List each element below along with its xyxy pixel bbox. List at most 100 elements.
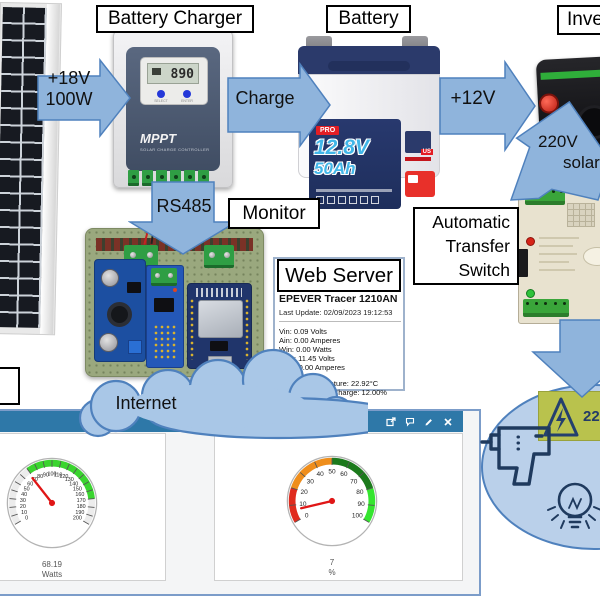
brand-us-label: US bbox=[420, 149, 433, 155]
rs485-pins bbox=[153, 324, 177, 360]
svg-text:190: 190 bbox=[75, 510, 84, 516]
battery-cert-icons bbox=[316, 196, 379, 204]
board-terminal-2 bbox=[204, 245, 234, 268]
lcd-value: 890 bbox=[170, 67, 194, 82]
battery-label: PRO 12.8V 50Ah bbox=[309, 119, 401, 209]
charge-arrow bbox=[227, 61, 331, 149]
battery-pro-badge: PRO bbox=[316, 126, 340, 135]
ats-print-line bbox=[539, 245, 573, 247]
close-icon[interactable] bbox=[443, 417, 453, 427]
svg-text:40: 40 bbox=[21, 492, 27, 498]
svg-text:50: 50 bbox=[328, 469, 336, 476]
inverter-to-ats-arrow bbox=[510, 100, 600, 201]
svg-text:130: 130 bbox=[65, 477, 74, 483]
svg-text:150: 150 bbox=[73, 486, 82, 492]
comment-icon[interactable] bbox=[405, 417, 415, 427]
ats-terminal-bottom bbox=[523, 299, 569, 317]
reading-vout: Vout: 11.45 Volts bbox=[279, 354, 335, 363]
open-widget-icon[interactable] bbox=[386, 416, 396, 427]
capacitor bbox=[101, 269, 119, 287]
high-voltage-label: 220V bbox=[583, 408, 600, 425]
svg-text:40: 40 bbox=[316, 471, 324, 478]
v12-arrow bbox=[439, 59, 536, 153]
solar-panel-photo bbox=[0, 2, 62, 336]
inverter-green-stripe bbox=[540, 69, 600, 80]
edit-icon[interactable] bbox=[424, 417, 434, 427]
mppt-subtitle: SOLAR CHARGE CONTROLLER bbox=[140, 147, 210, 152]
reading-aout: Aout: 0.00 Amperes bbox=[279, 363, 345, 372]
lightbulb-icon bbox=[547, 482, 600, 529]
battery-small-text bbox=[316, 189, 392, 192]
monitor-label-box: Monitor bbox=[228, 198, 320, 229]
select-button bbox=[157, 90, 165, 98]
svg-text:20: 20 bbox=[20, 504, 26, 510]
svg-text:180: 180 bbox=[77, 504, 86, 510]
ats-print-line bbox=[539, 269, 575, 271]
divider bbox=[279, 321, 401, 322]
brand-ribbon bbox=[405, 157, 431, 161]
battery-charger-label: Battery Charger bbox=[96, 5, 254, 33]
charge-controller-lcd: 890 bbox=[147, 63, 199, 84]
ats-print-line bbox=[539, 253, 577, 255]
device-model: EPEVER Tracer 1210AN bbox=[279, 293, 398, 305]
ats-print-line bbox=[539, 237, 579, 239]
ats-knob bbox=[583, 247, 600, 266]
reading-vin: Vin: 0.09 Volts bbox=[279, 327, 327, 336]
brand-logo: US bbox=[405, 131, 433, 155]
ats-switch bbox=[518, 249, 528, 277]
usb-chip bbox=[210, 341, 228, 351]
svg-text:120: 120 bbox=[59, 474, 68, 480]
svg-text:0: 0 bbox=[305, 513, 309, 520]
web-server-label-box: Web Server bbox=[277, 259, 401, 292]
svg-text:170: 170 bbox=[77, 498, 86, 504]
mppt-logo: MPPT bbox=[140, 131, 177, 146]
battery-capacity: 50Ah bbox=[314, 159, 356, 178]
monitor-board-photo bbox=[85, 221, 264, 377]
inverter-out-label: 220V solar bbox=[538, 132, 600, 172]
charge-controller-display-module: 890 SELECT ENTER bbox=[140, 57, 208, 105]
svg-text:200: 200 bbox=[73, 516, 82, 522]
svg-text:100: 100 bbox=[48, 472, 57, 478]
pv-to-charger-arrow bbox=[37, 58, 131, 138]
pcb-antenna bbox=[196, 288, 242, 297]
charge-arrow-label: Charge bbox=[235, 88, 295, 108]
svg-text:30: 30 bbox=[307, 478, 315, 485]
svg-text:10: 10 bbox=[299, 501, 307, 508]
battery-voltage: 12.8V bbox=[314, 136, 369, 159]
rs485-terminal bbox=[151, 268, 177, 286]
svg-text:20: 20 bbox=[301, 489, 309, 496]
inverter-label-box: Inverter bbox=[557, 5, 600, 35]
soc-gauge-caption: 7% bbox=[328, 558, 336, 577]
wifi-shield bbox=[198, 300, 243, 338]
transfer-switch-photo bbox=[518, 184, 600, 324]
battery-handle bbox=[328, 61, 410, 71]
ats-print-line bbox=[539, 261, 569, 263]
svg-text:90: 90 bbox=[43, 472, 49, 478]
battery-label-box: Battery bbox=[326, 5, 411, 33]
select-label: SELECT bbox=[154, 99, 168, 103]
ats-red-led bbox=[526, 237, 535, 246]
esp8266-board bbox=[187, 283, 252, 369]
capacitor bbox=[99, 333, 118, 352]
rs485-arrow bbox=[128, 181, 239, 255]
dcdc-converter-module bbox=[94, 259, 146, 362]
cut-label-box bbox=[0, 367, 20, 405]
svg-text:140: 140 bbox=[69, 481, 78, 487]
svg-text:100: 100 bbox=[352, 513, 363, 520]
van-illustration bbox=[405, 171, 435, 197]
charge-controller-photo: 890 SELECT ENTER MPPT SOLAR CHARGE CONTR… bbox=[113, 30, 233, 188]
svg-text:60: 60 bbox=[27, 481, 33, 487]
internet-label: Internet bbox=[115, 393, 177, 413]
regulator-ic bbox=[127, 282, 141, 293]
rs485-ic bbox=[154, 298, 174, 312]
svg-text:70: 70 bbox=[350, 478, 358, 485]
ats-to-loads-arrow bbox=[531, 319, 600, 399]
ats-green-led bbox=[526, 289, 535, 298]
esp-pins-right bbox=[244, 298, 250, 360]
